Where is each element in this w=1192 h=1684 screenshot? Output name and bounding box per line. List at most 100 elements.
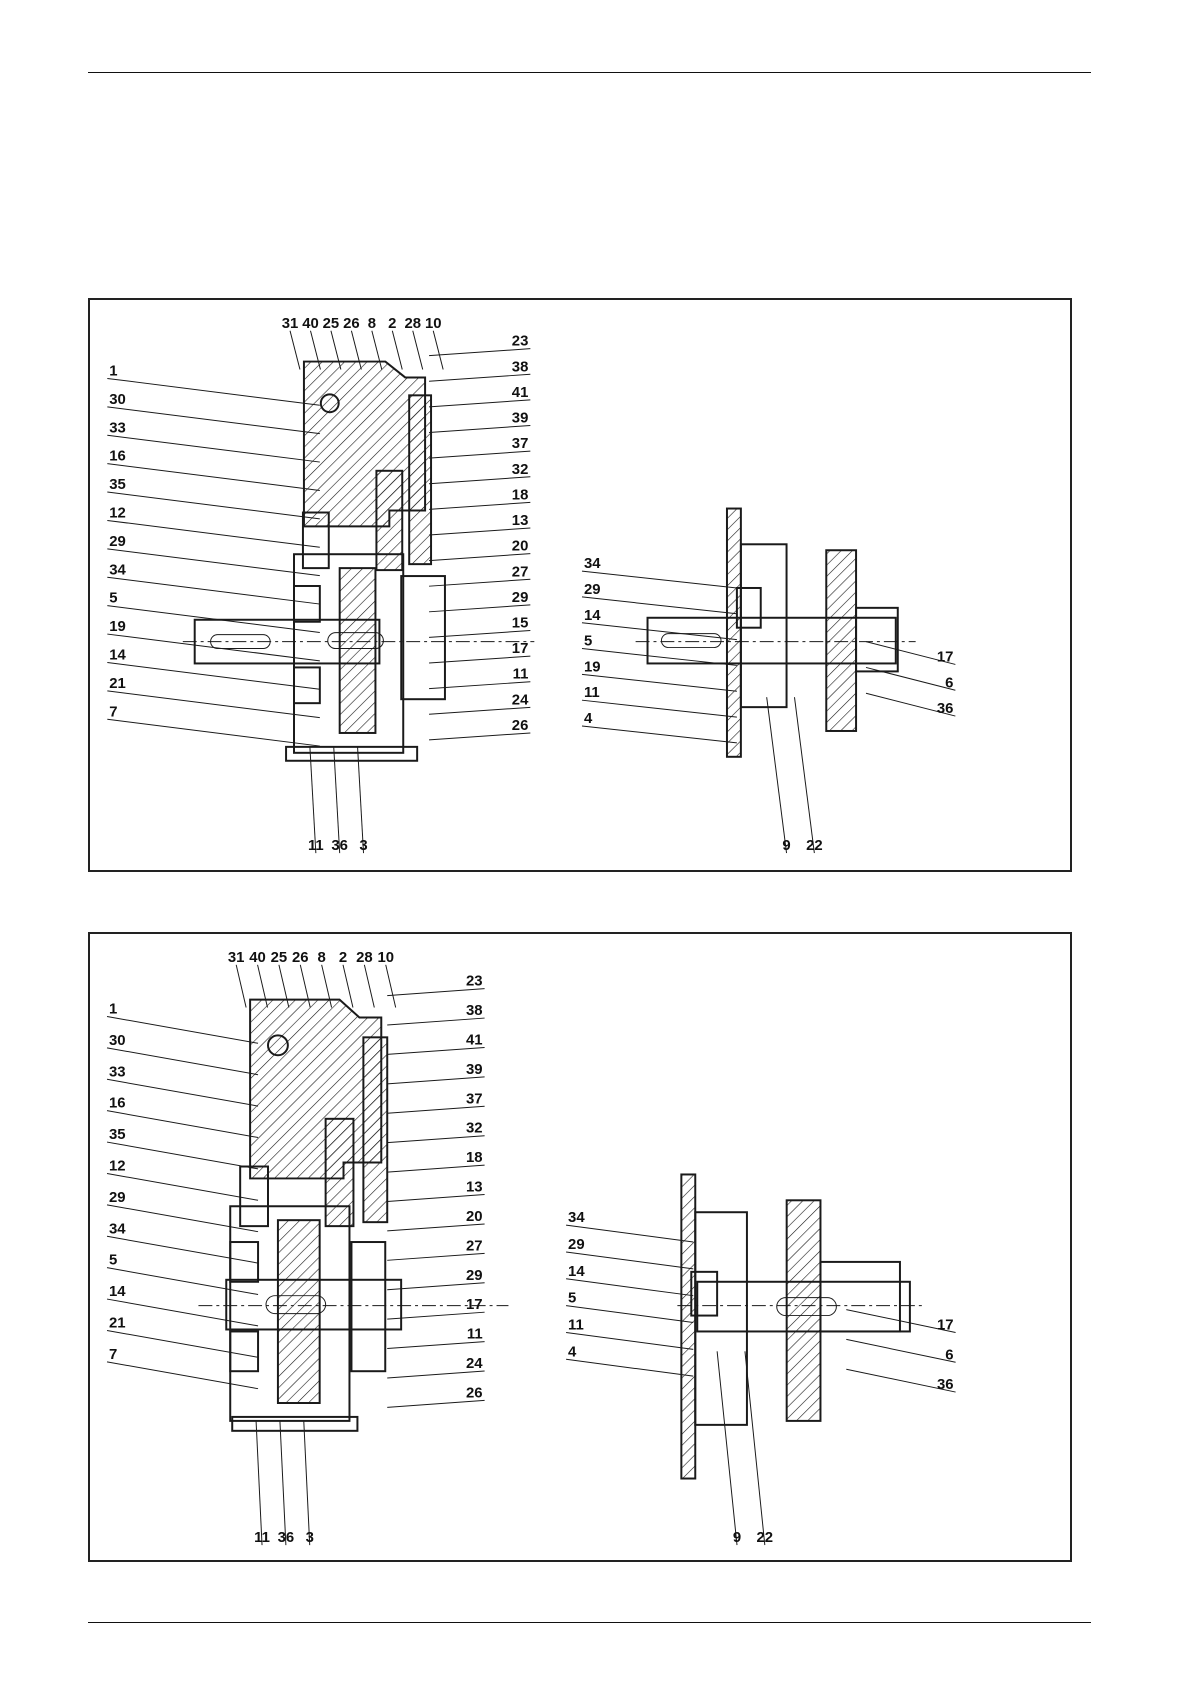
- callout-left-21: 21: [109, 1315, 126, 1331]
- callout-bottom-36: 36: [331, 838, 348, 854]
- callout-top-10-leader: [386, 965, 396, 1008]
- callout-right-23: 23: [466, 974, 483, 990]
- callout-right-15: 15: [512, 616, 529, 632]
- callout-right-37-leader: [429, 451, 530, 458]
- callout-left-7: 7: [109, 1347, 117, 1363]
- callout-bottom-11: 11: [254, 1530, 270, 1546]
- callout-detail-left-34: 34: [568, 1210, 585, 1226]
- callout-right-23-leader: [429, 349, 530, 356]
- callout-left-12-leader: [107, 520, 320, 547]
- callout-left-19: 19: [109, 619, 126, 635]
- callout-detail-bottom-9-leader: [767, 697, 787, 853]
- right-cover: [401, 576, 445, 699]
- callout-bottom-3: 3: [359, 838, 367, 854]
- callout-left-29-leader: [107, 1205, 258, 1232]
- callout-left-29: 29: [109, 1190, 126, 1206]
- callout-left-30: 30: [109, 1033, 126, 1049]
- callout-right-37-leader: [387, 1106, 484, 1113]
- callout-detail-bottom-22: 22: [757, 1530, 774, 1546]
- callout-detail-bottom-22-leader: [745, 1351, 765, 1545]
- callout-right-32-leader: [429, 477, 530, 484]
- callout-left-34: 34: [109, 1221, 126, 1237]
- callout-bottom-3: 3: [306, 1530, 314, 1546]
- callout-detail-left-11-leader: [566, 1332, 693, 1349]
- footer-rule: [88, 1622, 1091, 1623]
- callout-detail-bottom-9: 9: [782, 838, 790, 854]
- callout-detail-left-19: 19: [584, 659, 601, 675]
- callout-left-12: 12: [109, 1158, 126, 1174]
- callout-left-34-leader: [107, 1236, 258, 1263]
- callout-left-35-leader: [107, 1142, 258, 1169]
- callout-left-35: 35: [109, 477, 126, 493]
- callout-left-7: 7: [109, 704, 117, 720]
- main-section-view: [183, 362, 535, 761]
- callout-left-21-leader: [107, 691, 320, 718]
- detail-shaft-key: [661, 634, 721, 648]
- callout-detail-right-6-leader: [866, 667, 955, 690]
- callout-right-26-leader: [429, 733, 530, 740]
- callout-left-14: 14: [109, 1284, 126, 1300]
- callout-right-17: 17: [466, 1297, 483, 1313]
- callout-detail-bottom-22: 22: [806, 838, 823, 854]
- callout-right-27: 27: [512, 564, 529, 580]
- header-rule: [88, 72, 1091, 73]
- callout-top-26: 26: [343, 316, 360, 332]
- callout-right-39: 39: [466, 1062, 483, 1078]
- callout-left-5: 5: [109, 1253, 117, 1269]
- callout-left-30: 30: [109, 392, 126, 408]
- callout-top-8: 8: [368, 316, 376, 332]
- callout-left-1: 1: [109, 1001, 117, 1017]
- callout-top-26: 26: [292, 950, 309, 966]
- callout-top-40: 40: [249, 950, 266, 966]
- callout-bottom-3-leader: [304, 1421, 310, 1545]
- callout-detail-left-19-leader: [582, 674, 737, 691]
- callout-right-18: 18: [512, 487, 529, 503]
- callout-top-31-leader: [290, 331, 300, 370]
- callout-right-13: 13: [512, 513, 529, 529]
- cover-plate: [363, 1037, 387, 1222]
- callout-left-5: 5: [109, 591, 117, 607]
- callout-left-16-leader: [107, 464, 320, 491]
- callout-left-12-leader: [107, 1173, 258, 1200]
- callout-right-38-leader: [429, 374, 530, 381]
- detail-gear: [787, 1200, 821, 1421]
- callout-top-28: 28: [356, 950, 373, 966]
- callout-top-28-leader: [413, 331, 423, 370]
- callout-left-21-leader: [107, 1330, 258, 1357]
- callout-left-7-leader: [107, 719, 320, 746]
- callout-right-32-leader: [387, 1136, 484, 1143]
- callout-right-11: 11: [467, 1327, 483, 1343]
- callout-right-23: 23: [512, 334, 529, 350]
- callout-top-28-leader: [364, 965, 374, 1008]
- callout-bottom-36-leader: [280, 1421, 286, 1545]
- left-bearing-lower: [294, 667, 320, 703]
- callout-right-24: 24: [512, 692, 529, 708]
- callout-right-18: 18: [466, 1150, 483, 1166]
- callout-detail-left-14-leader: [566, 1279, 693, 1296]
- callout-left-1: 1: [109, 363, 117, 379]
- main-section-view: [198, 1000, 508, 1431]
- callout-detail-bottom-9-leader: [717, 1351, 737, 1545]
- callout-left-29: 29: [109, 534, 126, 550]
- callout-detail-left-5: 5: [568, 1291, 576, 1307]
- callout-right-27-leader: [387, 1253, 484, 1260]
- callout-bottom-11: 11: [308, 838, 324, 854]
- callout-left-30-leader: [107, 1048, 258, 1075]
- callout-detail-left-11: 11: [568, 1317, 584, 1333]
- callout-top-25: 25: [323, 316, 340, 332]
- base-plate: [232, 1417, 357, 1431]
- callout-left-14-leader: [107, 662, 320, 689]
- callout-left-14-leader: [107, 1299, 258, 1326]
- callout-detail-left-11-leader: [582, 700, 737, 717]
- drawing-panel-1: 1303316351229345191421731402526822810233…: [88, 298, 1072, 872]
- callout-top-31-leader: [236, 965, 246, 1008]
- callout-right-41-leader: [387, 1047, 484, 1054]
- callout-detail-left-5-leader: [566, 1306, 693, 1323]
- callout-right-38: 38: [466, 1003, 483, 1019]
- callout-detail-left-14: 14: [568, 1264, 585, 1280]
- callout-right-29: 29: [466, 1268, 483, 1284]
- detail-housing: [741, 544, 787, 707]
- callout-detail-right-17: 17: [937, 1317, 954, 1333]
- callout-detail-left-4: 4: [568, 1344, 577, 1360]
